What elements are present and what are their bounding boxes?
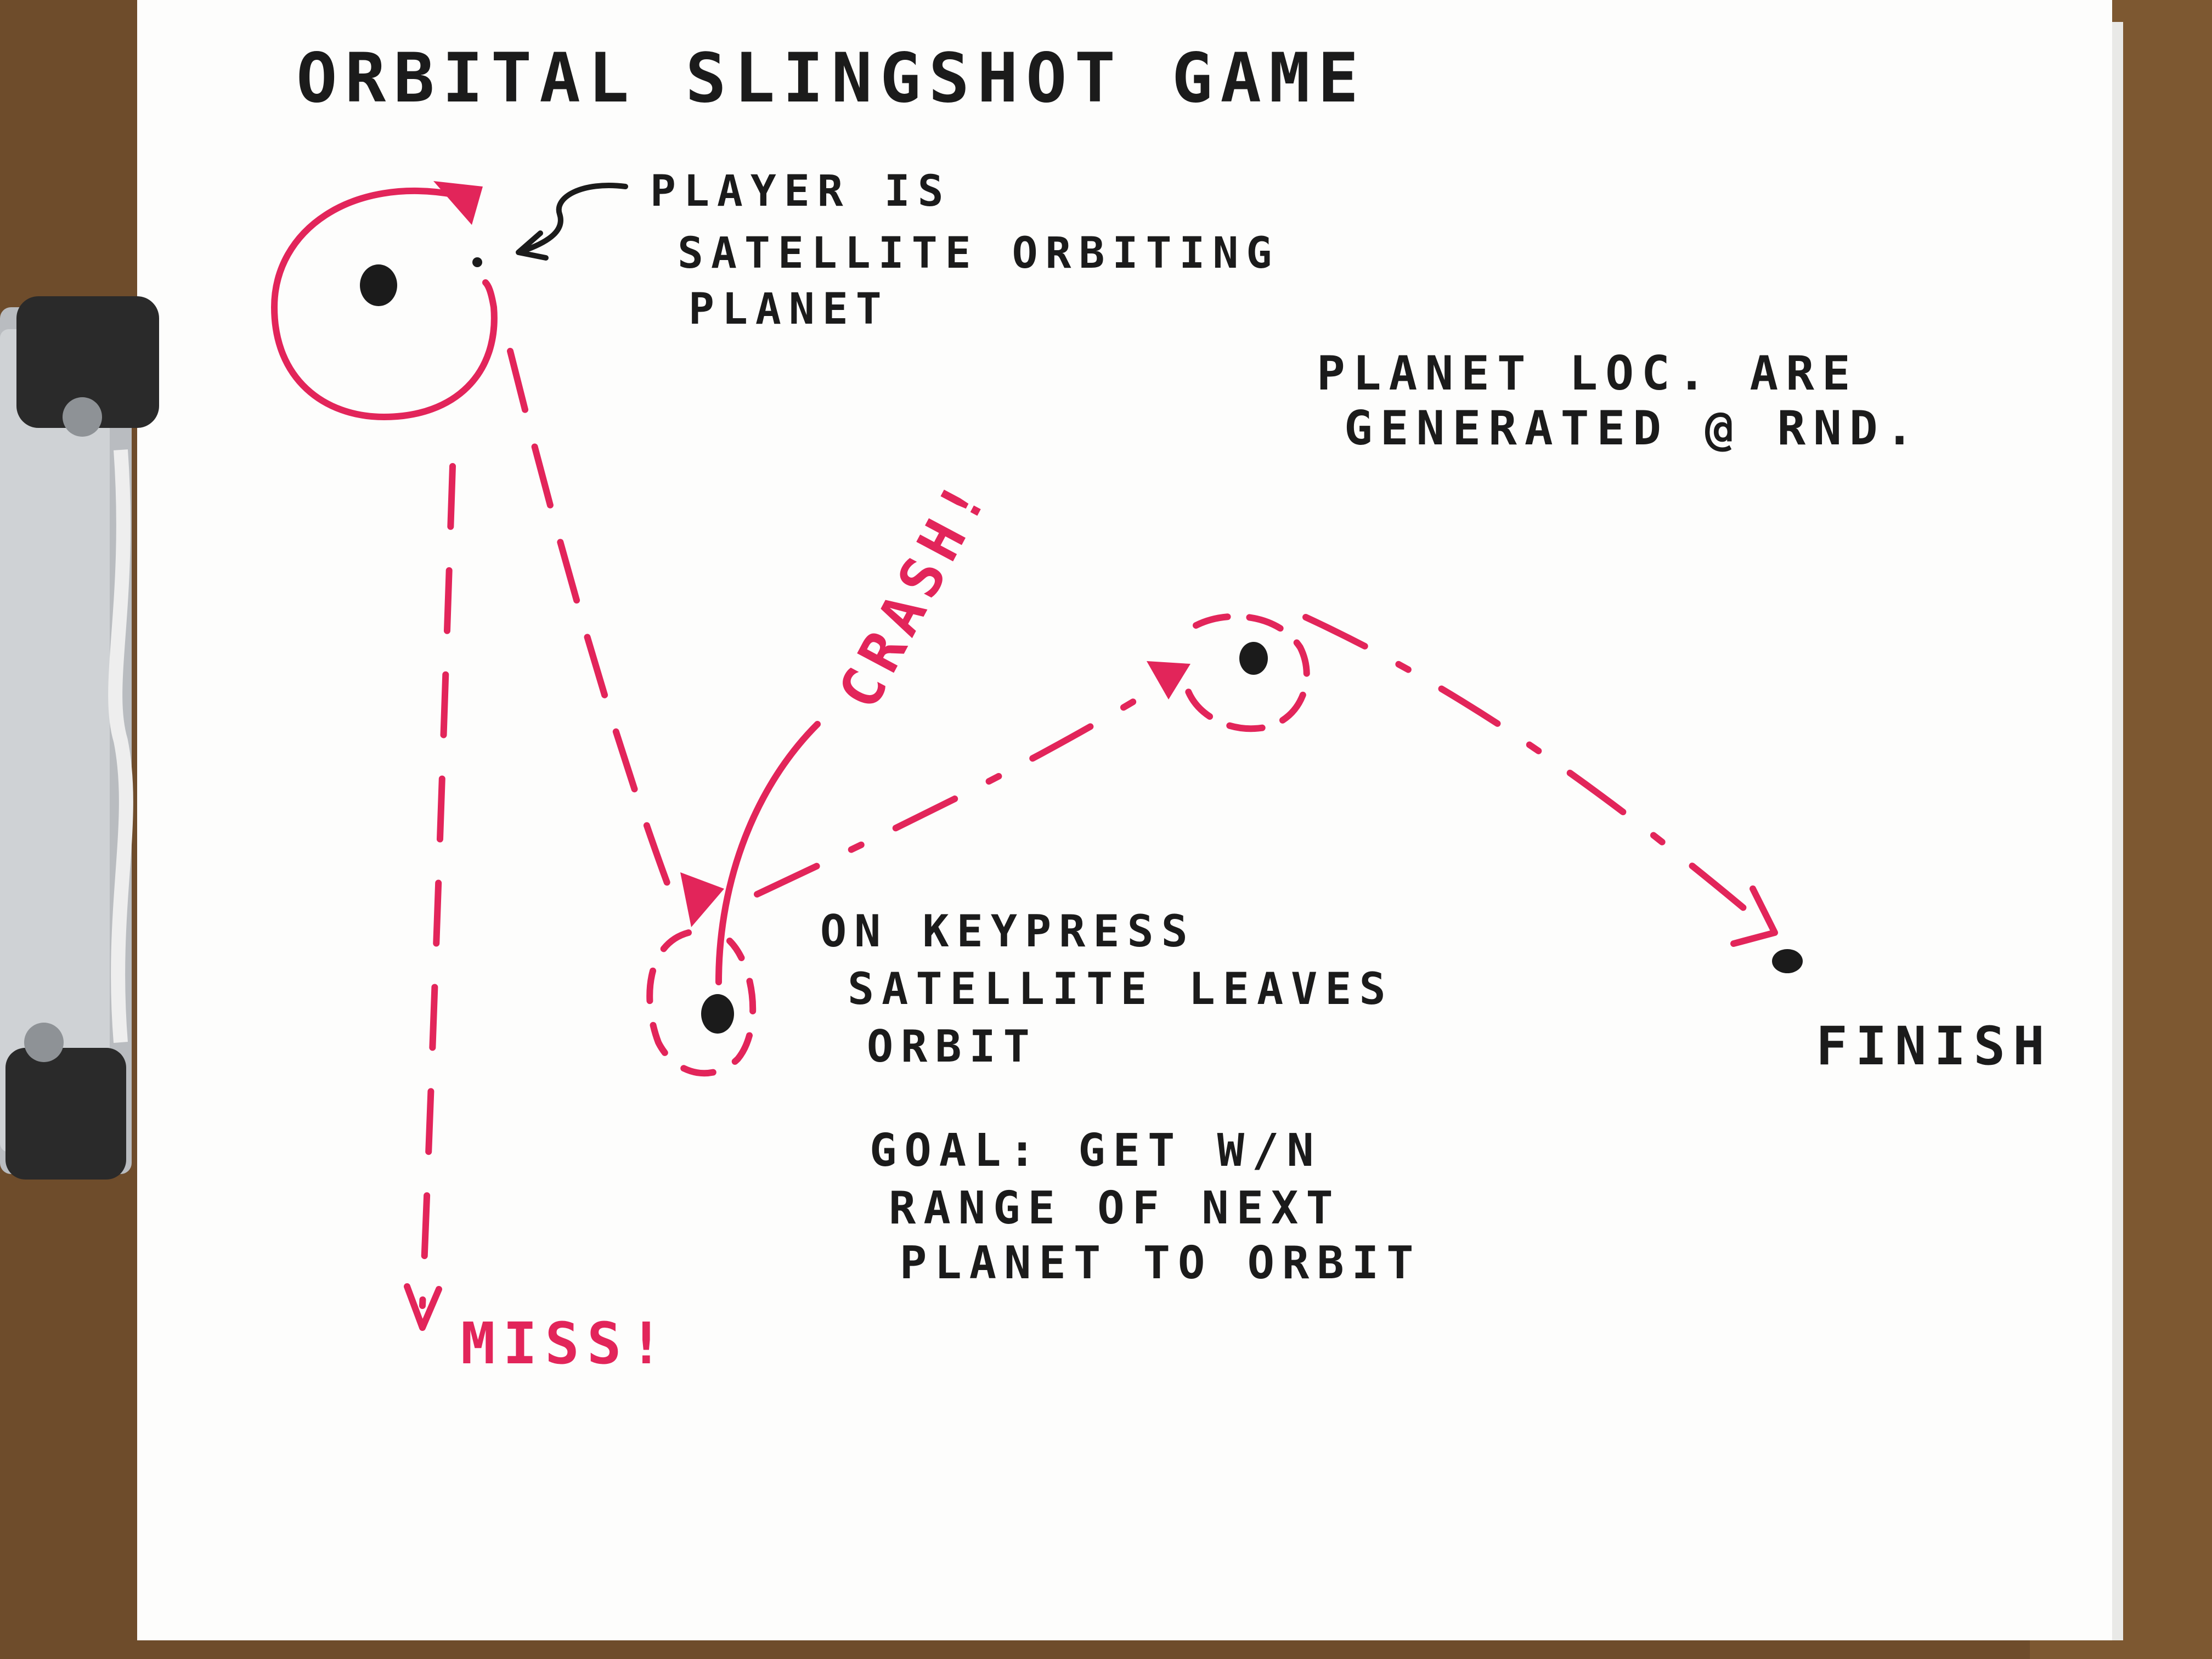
keypress-note-line2: SATELLITE LEAVES [848,963,1393,1014]
marker-drawing [271,187,1770,1331]
planet-note-line2: GENERATED @ RND. [1344,401,1921,456]
third-orbit-circle [1182,613,1310,732]
finish-trajectory [1302,614,1770,930]
slingshot-arrowhead [1147,661,1190,699]
player-note-line2: SATELLITE ORBITING [678,229,1279,278]
player-pointer-arrowhead [516,230,549,261]
player-note-line3: PLANET [689,285,889,334]
player-pointer-arrow [524,183,628,252]
miss-arrowhead [404,1283,442,1331]
finish-label: FINISH [1816,1015,2052,1077]
third-planet [1239,642,1268,675]
crash-trajectory [715,721,821,985]
keypress-note-line1: ON KEYPRESS [820,906,1195,957]
orbit-direction-arrow [433,181,483,225]
planet-note-line1: PLANET LOC. ARE [1317,346,1858,401]
second-orbit-circle [646,929,757,1077]
player-satellite [472,257,482,267]
paper-sheet [137,0,2112,1640]
arrival-arrowhead [680,872,724,927]
miss-trajectory [419,463,456,1309]
transfer-trajectory [507,348,673,892]
player-note-line1: PLAYER IS [650,167,951,216]
keypress-note-line3: ORBIT [867,1021,1037,1072]
page-title: ORBITAL SLINGSHOT GAME [296,39,1366,118]
start-planet [360,264,397,306]
goal-note-line1: GOAL: GET W/N [870,1125,1322,1177]
second-planet [701,994,734,1034]
start-orbit-circle [271,187,498,420]
miss-label: MISS! [461,1310,671,1377]
finish-planet [1772,949,1803,973]
finish-arrowhead [1730,885,1778,947]
goal-note-line3: PLANET TO ORBIT [900,1237,1421,1289]
goal-note-line2: RANGE OF NEXT [889,1182,1341,1234]
clip [0,296,159,1180]
